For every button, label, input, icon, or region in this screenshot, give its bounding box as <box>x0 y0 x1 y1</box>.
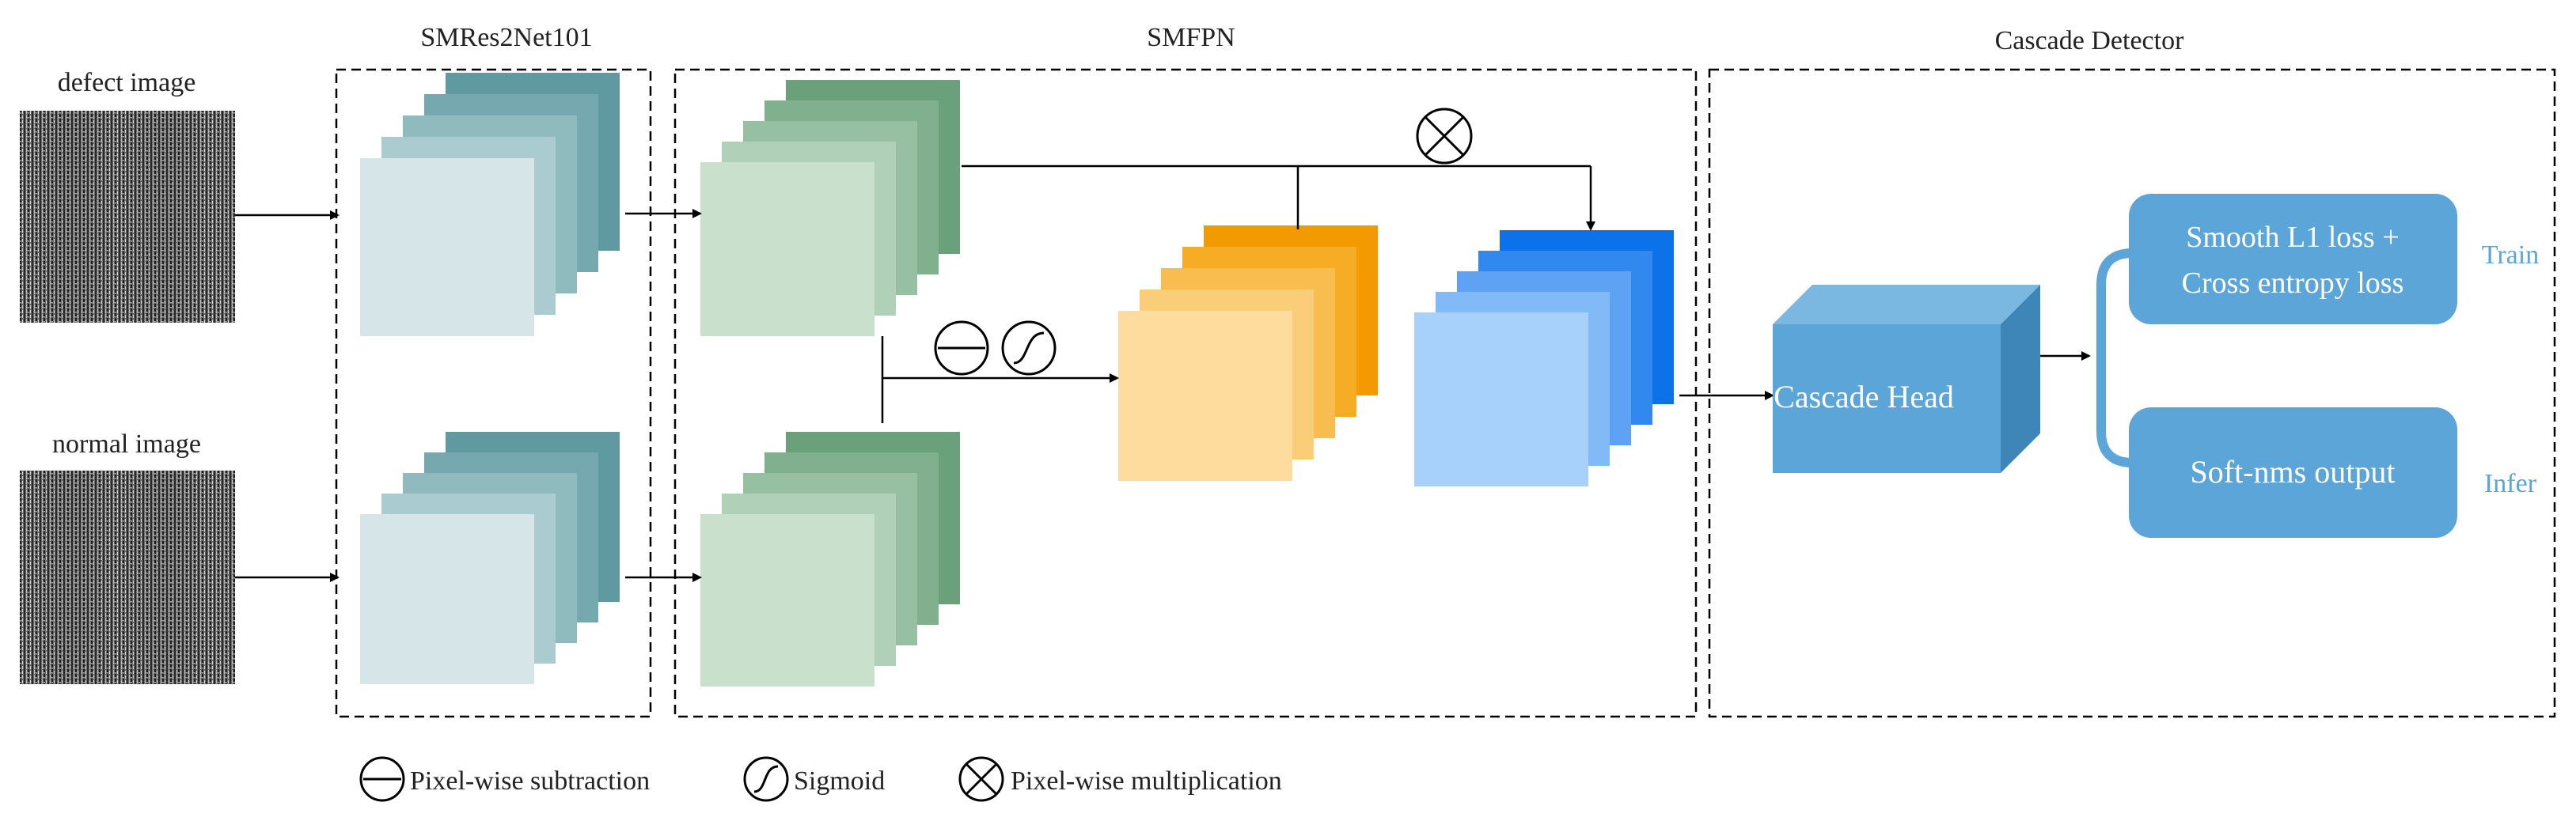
legend: Pixel-wise subtraction Sigmoid Pixel-wis… <box>359 756 1282 802</box>
legend-sigmoid-label: Sigmoid <box>794 766 885 796</box>
legend-subtraction-label: Pixel-wise subtraction <box>410 766 650 796</box>
output-bracket <box>2096 248 2134 467</box>
legend-multiplication-icon <box>958 756 1004 802</box>
feature-map-layer <box>360 158 534 336</box>
legend-subtraction-icon <box>359 756 405 802</box>
train-loss-line1: Smooth L1 loss + <box>2186 221 2400 254</box>
difference-feature-stack <box>1118 225 1378 481</box>
detector-box <box>1708 68 2556 718</box>
legend-sigmoid-icon <box>743 756 789 802</box>
cascade-head: Cascade Head <box>1773 285 2040 473</box>
feature-map-layer <box>700 514 874 687</box>
infer-output-label: Soft-nms output <box>2191 454 2396 490</box>
sigmoid-icon <box>1001 320 1057 376</box>
cascade-head-label: Cascade Head <box>1774 379 1954 414</box>
feature-map-layer <box>360 514 534 684</box>
infer-tag: Infer <box>2484 469 2537 498</box>
normal-image <box>20 471 235 684</box>
subtraction-icon <box>934 320 989 376</box>
defect-image <box>20 111 235 323</box>
backbone-stack-normal <box>360 432 620 684</box>
feature-map-layer <box>1414 312 1588 486</box>
defect-image-label: defect image <box>58 68 196 97</box>
train-tag: Train <box>2482 240 2539 270</box>
detector-title: Cascade Detector <box>1995 26 2184 55</box>
feature-map-layer <box>1118 311 1292 481</box>
fpn-stack-defect <box>700 80 960 336</box>
legend-multiplication-label: Pixel-wise multiplication <box>1011 766 1282 796</box>
fpn-box <box>673 68 1698 718</box>
fused-feature-stack <box>1414 230 1674 486</box>
fpn-title: SMFPN <box>1147 23 1235 52</box>
infer-box: Soft-nms output <box>2129 407 2457 538</box>
multiplication-icon <box>1416 108 1473 165</box>
fpn-stack-normal <box>700 432 960 687</box>
backbone-box <box>335 68 652 718</box>
train-box: Smooth L1 loss + Cross entropy loss <box>2129 194 2457 324</box>
backbone-title: SMRes2Net101 <box>420 23 592 52</box>
feature-map-layer <box>700 162 874 336</box>
train-loss-line2: Cross entropy loss <box>2182 267 2404 300</box>
normal-image-label: normal image <box>52 429 201 459</box>
backbone-stack-defect <box>360 73 620 336</box>
